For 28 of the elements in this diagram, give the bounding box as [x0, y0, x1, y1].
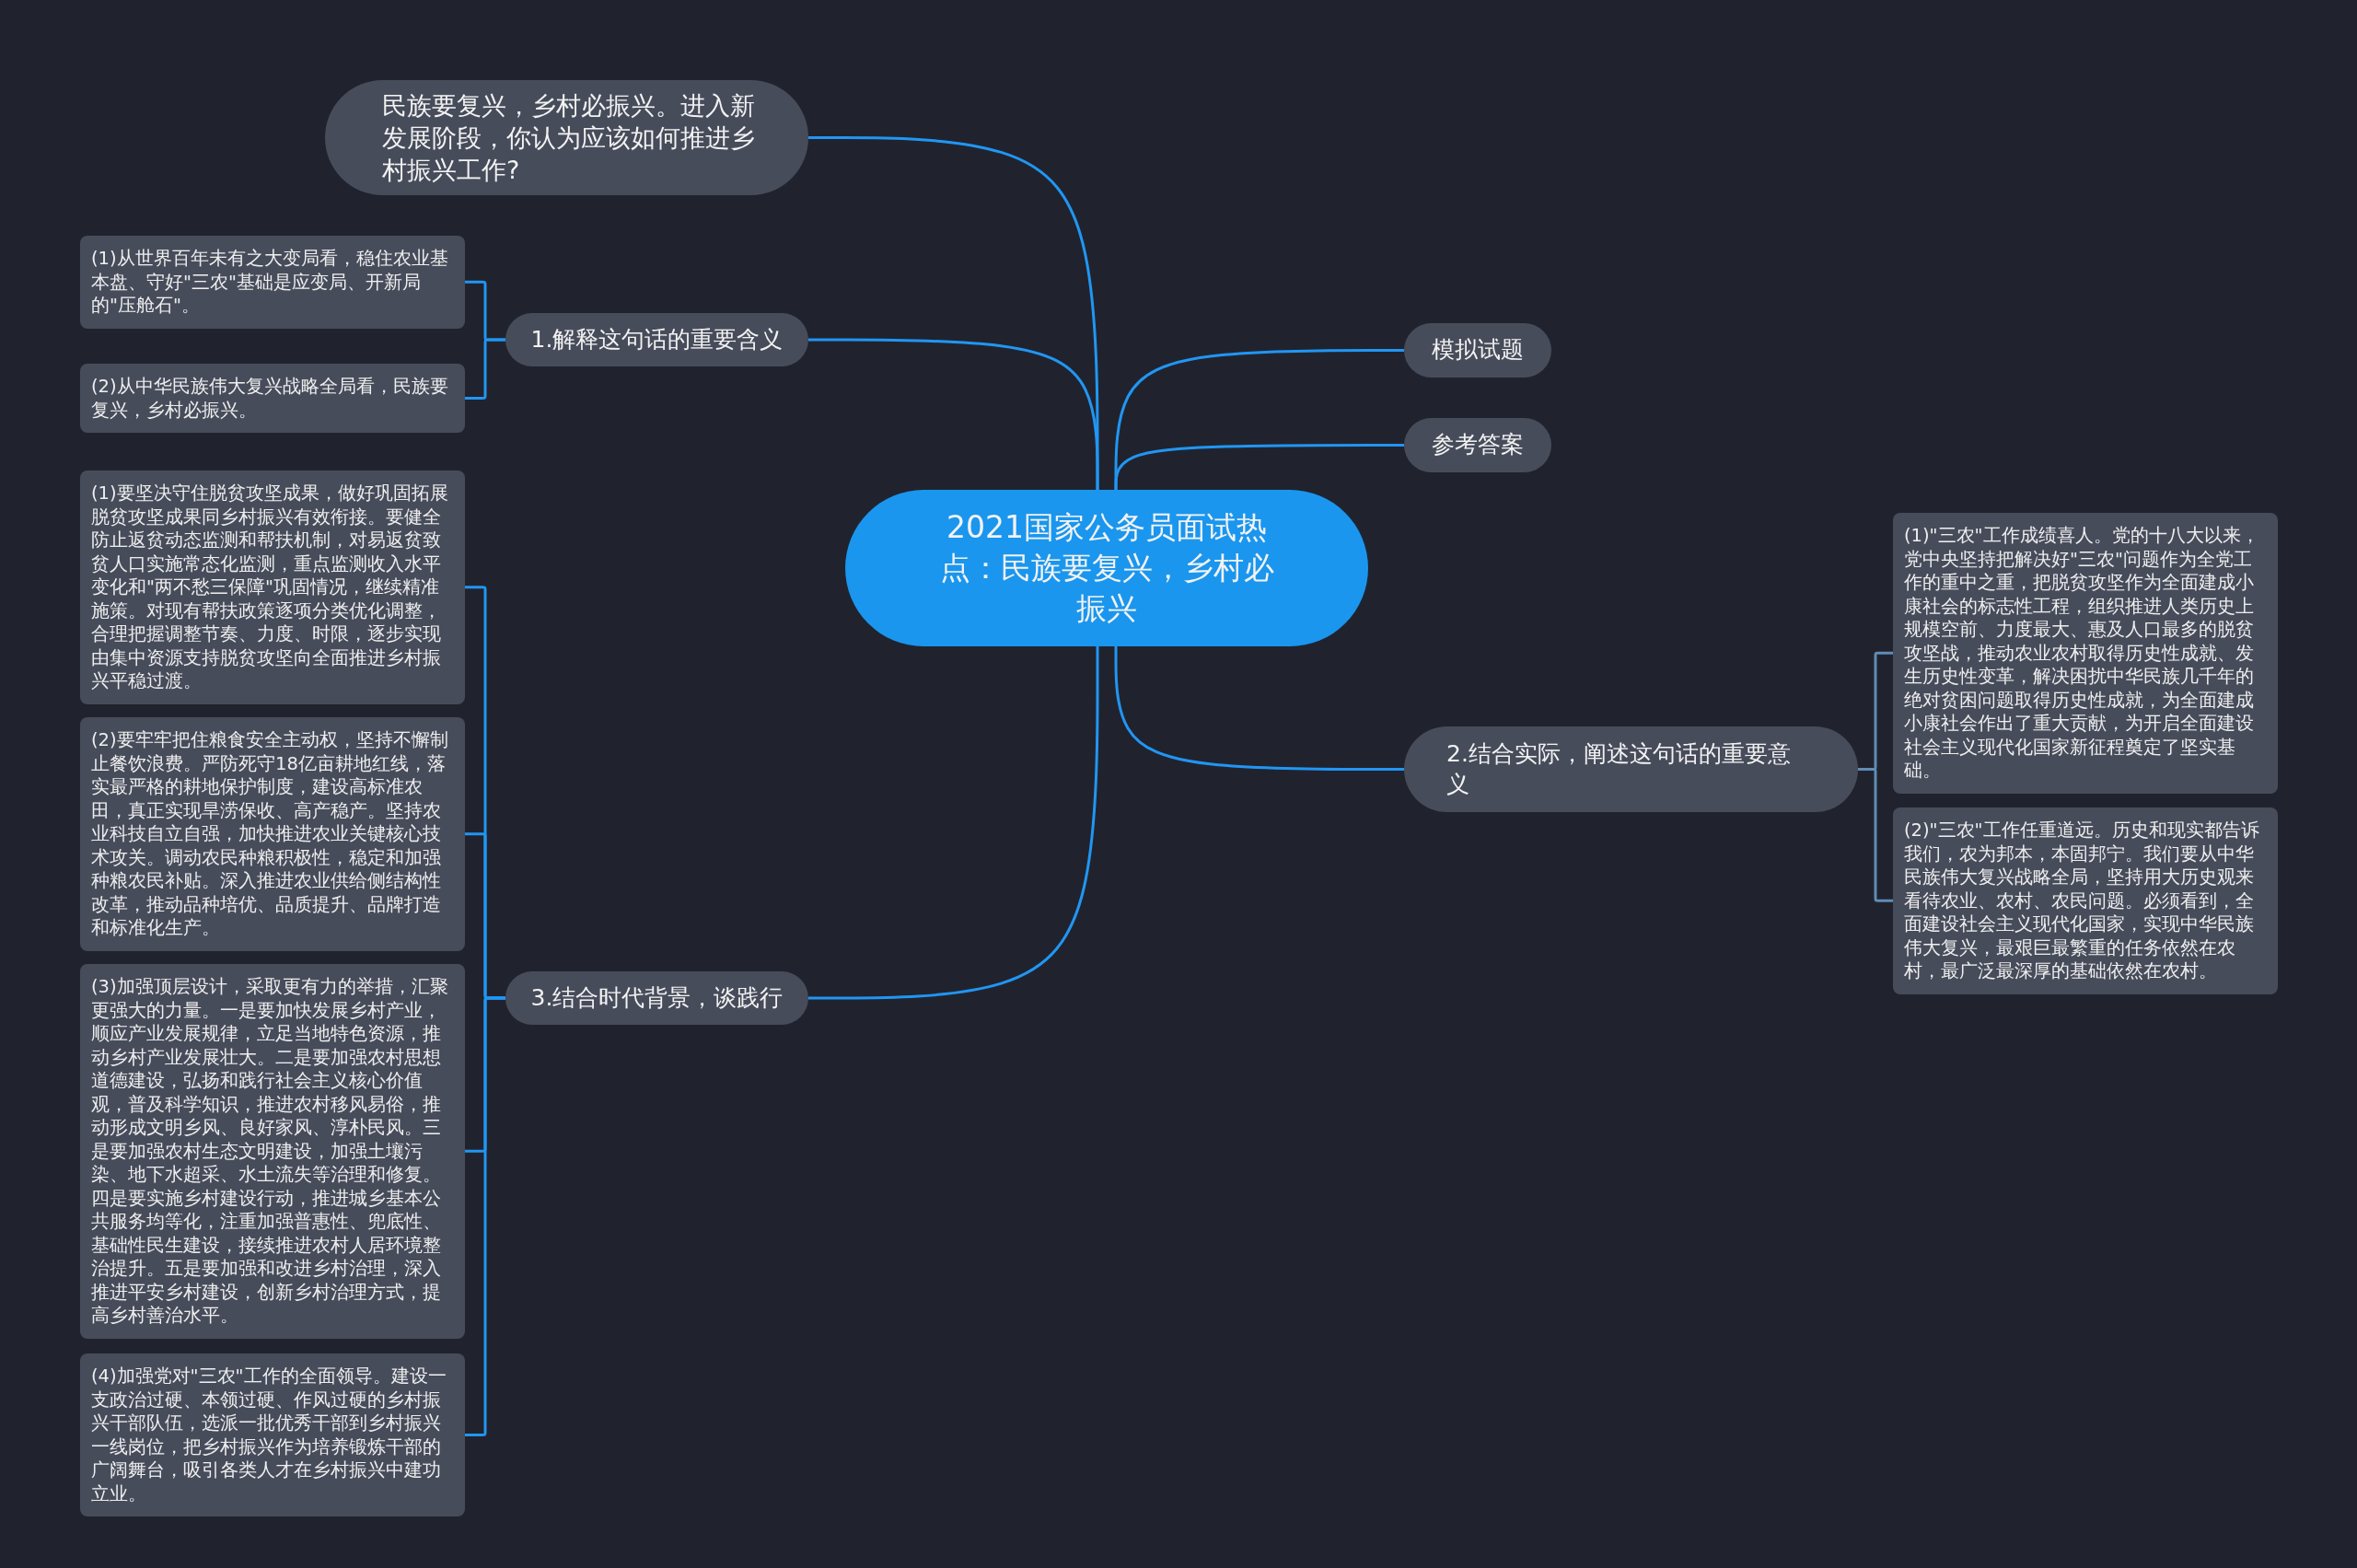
note-card: [80, 364, 465, 433]
note-card: [80, 1353, 465, 1516]
topic-text: 1.解释这句话的重要含义: [530, 324, 784, 354]
central-topic-text: 2021国家公务员面试热点：民族要复兴，乡村必振兴: [938, 508, 1275, 628]
note-text: (2)"三农"工作任重道远。历史和现实都告诉我们，农为邦本，本固邦宁。我们要从中华民族伟大复兴战略全局，坚持用大历史观来看待农业、农村、农民问题。必须看到，全面建设社会主义现代化国家，实现中华民族伟大复兴，最艰巨最繁重的任务依然在农村，最广泛最深厚的基础依然在农村。: [1904, 819, 2260, 983]
note-card: [80, 470, 465, 704]
note-text: (1)"三农"工作成绩喜人。党的十八大以来，党中央坚持把解决好"三农"问题作为全党工作的重中之重，把脱贫攻坚作为全面建成小康社会的标志性工程，组织推进人类历史上规模空前、力度最大、惠及人口最多的脱贫攻坚战，推动农业农村取得历史性成就、发生历史性变革，解决困扰中华民族几千年的绝对贫困问题取得历史性成就，为全面建成小康社会作出了重大贡献，为开启全面建设社会主义现代化国家新征程奠定了坚实基础。: [1904, 524, 2260, 783]
connector-line: [1114, 444, 1404, 490]
note-text: (4)加强党对"三农"工作的全面领导。建设一支政治过硬、本领过硬、作风过硬的乡村振兴干部队伍，选派一批优秀干部到乡村振兴一线岗位，把乡村振兴作为培养锻炼干部的广阔舞台，吸引各类人才在乡村振兴中建功立业。: [91, 1365, 447, 1505]
note-text: (2)从中华民族伟大复兴战略全局看，民族要复兴，乡村必振兴。: [91, 375, 449, 422]
note-text: (1)从世界百年未有之大变局看，稳住农业基本盘、守好"三农"基础是应变局、开新局的"压舱石"。: [91, 247, 449, 318]
connector-line: [808, 338, 1099, 490]
note-card: [80, 236, 465, 329]
note-card: [80, 717, 465, 951]
topic-text: 3.结合时代背景，谈践行: [530, 982, 784, 1013]
connector-line: [1858, 768, 1893, 902]
connector-line: [808, 646, 1099, 1000]
connector-line: [1114, 646, 1404, 771]
note-card: [1893, 807, 2278, 994]
note-text: (1)要坚决守住脱贫攻坚成果，做好巩固拓展脱贫攻坚成果同乡村振兴有效衔接。要健全防止返贫动态监测和帮扶机制，对易返贫致贫人口实施常态化监测，重点监测收入水平变化和"两不愁三保障"巩固情况，继续精准施策。对现有帮扶政策逐项分类优化调整，合理把握调整节奏、力度、时限，逐步实现由集中资源支持脱贫攻坚向全面推进乡村振兴平稳过渡。: [91, 482, 449, 693]
topic-text: 参考答案: [1432, 430, 1524, 460]
topic-text: 民族要复兴，乡村必振兴。进入新发展阶段，你认为应该如何推进乡村振兴工作?: [382, 89, 756, 187]
connector-line: [465, 996, 505, 1436]
topic-text: 2.结合实际，阐述这句话的重要意义: [1446, 739, 1792, 799]
note-text: (3)加强顶层设计，采取更有力的举措，汇聚更强大的力量。一是要加快发展乡村产业，顺应产业发展规律，立足当地特色资源，推动乡村产业发展壮大。二是要加强农村思想道德建设，弘扬和践行社会主义核心价值观，普及科学知识，推进农村移风易俗，推动形成文明乡风、良好家风、淳朴民风。三是要加强农村生态文明建设，加强土壤污染、地下水超采、水土流失等治理和修复。四是要实施乡村建设行动，推进城乡基本公共服务均等化，注重加强普惠性、兜底性、基础性民生建设，接续推进农村人居环境整治提升。五是要加强和改进乡村治理，深入推进平安乡村建设，创新乡村治理方式，提高乡村善治水平。: [91, 975, 449, 1328]
connector-line: [465, 338, 505, 400]
topic-text: 模拟试题: [1432, 335, 1524, 366]
note-text: (2)要牢牢把住粮食安全主动权，坚持不懈制止餐饮浪费。严防死守18亿亩耕地红线，落实最严格的耕地保护制度，建设高标准农田，真正实现旱涝保收、高产稳产。坚持农业科技自立自强，加快推进农业关键核心技术攻关。调动农民种粮积极性，稳定和加强种粮农民补贴。深入推进农业供给侧结构性改革，推动品种培优、品质提升、品牌打造和标准化生产。: [91, 728, 449, 940]
